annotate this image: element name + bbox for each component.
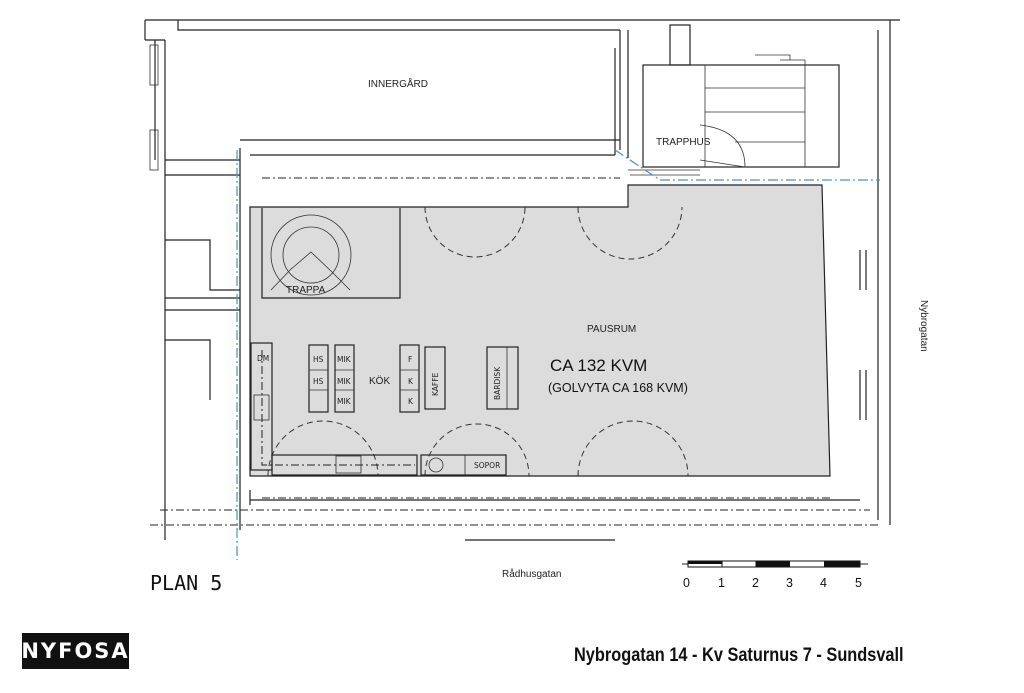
footer-title: Nybrogatan 14 - Kv Saturnus 7 - Sundsval…	[574, 645, 904, 666]
label-trappa: TRAPPA	[286, 285, 326, 296]
scale-tick-1: 1	[718, 576, 725, 590]
label-sopor: SOPOR	[474, 461, 500, 470]
label-k-1: K	[408, 377, 414, 386]
label-floor-area: (GOLVYTA CA 168 KVM)	[548, 381, 688, 395]
nyfosa-logo: NYFOSA	[21, 633, 129, 669]
stairwell	[628, 24, 840, 176]
scale-bar: 0 1 2 3 4 5	[682, 560, 868, 590]
label-area: CA 132 KVM	[550, 356, 647, 375]
label-f: F	[408, 355, 412, 364]
label-trapphus: TRAPPHUS	[656, 137, 711, 148]
label-dm: DM	[257, 354, 269, 363]
label-bardisk: BARDISK	[493, 366, 502, 400]
building-outline	[144, 19, 900, 541]
label-kok: KÖK	[369, 375, 390, 387]
scale-tick-5: 5	[855, 576, 862, 590]
label-mik-2: MIK	[337, 377, 352, 386]
label-kaffe: KAFFE	[431, 372, 440, 396]
label-mik-3: MIK	[337, 397, 352, 406]
label-hs-2: HS	[313, 377, 324, 386]
kitchen-fixtures	[250, 342, 519, 476]
scale-tick-3: 3	[786, 576, 793, 590]
door-arcs	[267, 206, 689, 477]
label-hs-1: HS	[313, 355, 324, 364]
scale-tick-0: 0	[683, 576, 690, 590]
street-radhusgatan: Rådhusgatan	[502, 568, 562, 580]
scale-tick-2: 2	[752, 576, 759, 590]
plan-label: PLAN 5	[150, 571, 223, 595]
scale-tick-4: 4	[820, 576, 827, 590]
label-mik-1: MIK	[337, 355, 352, 364]
label-innergard: INNERGÅRD	[368, 77, 428, 90]
label-k-2: K	[408, 397, 414, 406]
pausrum-area	[249, 184, 831, 477]
trappa-stair	[261, 208, 401, 299]
label-pausrum: PAUSRUM	[587, 324, 636, 335]
window-lines	[262, 177, 830, 499]
axis-lines	[236, 149, 880, 560]
street-nybrogatan: Nybrogatan	[918, 300, 929, 352]
